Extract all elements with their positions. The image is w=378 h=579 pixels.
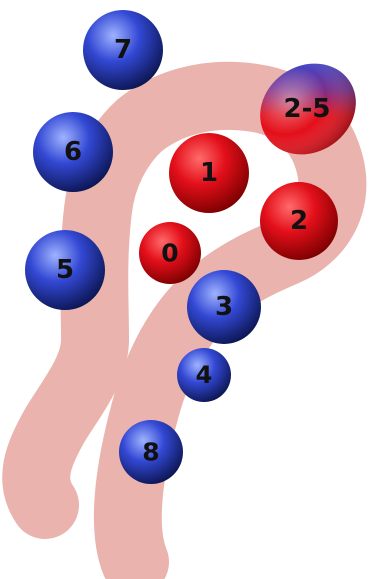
ball-3-label: 3 (215, 292, 233, 322)
ball-2: 2 (260, 182, 338, 260)
ball-7: 7 (83, 10, 163, 90)
ball-2-5-label: 2-5 (284, 94, 331, 124)
ball-5-label: 5 (56, 255, 74, 285)
ball-8: 8 (119, 420, 183, 484)
ball-4: 4 (177, 348, 231, 402)
ball-3: 3 (187, 270, 261, 344)
ball-1: 1 (169, 133, 249, 213)
ball-1-label: 1 (200, 158, 218, 188)
ball-7-label: 7 (114, 35, 132, 65)
ball-0-label: 0 (161, 239, 178, 268)
ball-8-label: 8 (142, 438, 159, 467)
ball-0: 0 (139, 222, 201, 284)
ball-6-label: 6 (64, 137, 82, 167)
ball-5: 5 (25, 230, 105, 310)
ball-2-label: 2 (290, 206, 308, 236)
ball-6: 6 (33, 112, 113, 192)
ball-4-label: 4 (196, 361, 213, 389)
